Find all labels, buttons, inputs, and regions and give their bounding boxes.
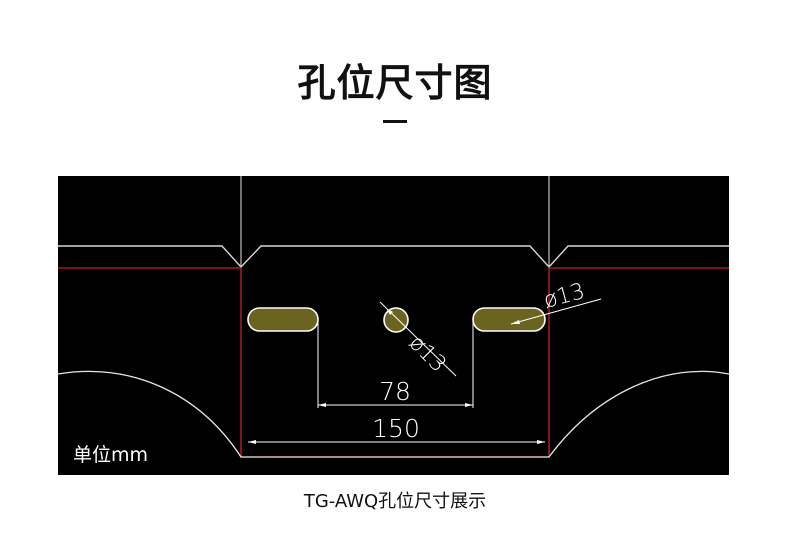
lower-outline (58, 370, 729, 458)
center-hole-leader-arrow (386, 308, 393, 315)
dim150-arrow-right (537, 440, 545, 444)
unit-label: 单位mm (73, 444, 149, 466)
slot-leader-arrow (511, 320, 520, 324)
dim150-text: 150 (372, 414, 420, 443)
dim78-text: 78 (379, 377, 411, 406)
slot-dia-text: ø13 (541, 279, 588, 314)
center-hole-leader (379, 301, 457, 377)
title-underline (383, 120, 407, 123)
left-slot (247, 307, 319, 332)
center-hole-dia-text: ø13 (404, 331, 451, 378)
page-title: 孔位尺寸图 (297, 61, 493, 105)
slot-leader (510, 298, 602, 325)
caption: TG-AWQ孔位尺寸展示 (303, 491, 487, 512)
top-outline (58, 245, 729, 269)
cad-drawing: 78 150 ø13 ø13 单位mm (58, 176, 729, 475)
right-slot (472, 307, 546, 332)
dim78-arrow-left (318, 403, 326, 407)
cad-canvas: 78 150 ø13 ø13 (58, 176, 729, 458)
dim150-arrow-left (248, 440, 256, 444)
center-hole (383, 307, 409, 333)
dim78-arrow-right (465, 403, 473, 407)
